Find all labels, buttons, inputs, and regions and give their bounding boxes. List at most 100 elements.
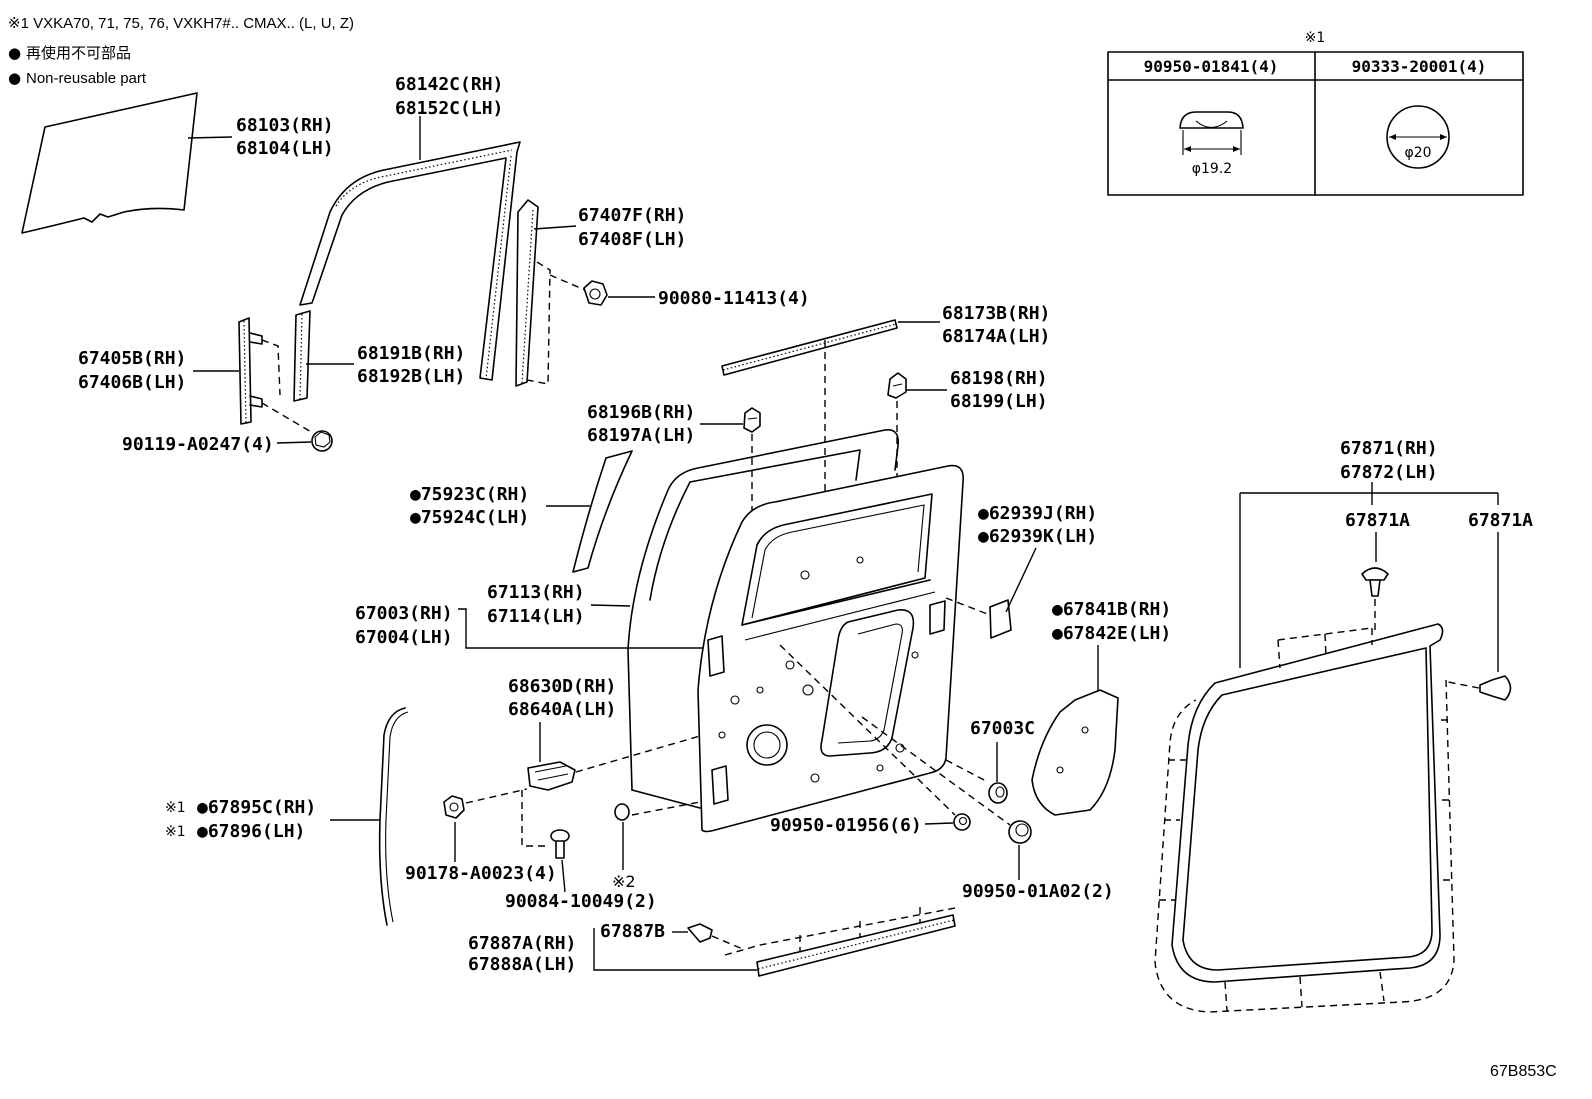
callout-68173b-rh: 68173B(RH) [942,303,1050,324]
edge-seal-shape [378,707,406,926]
dashed-guide-line [779,644,956,816]
note-2-mark: ※2 [612,872,636,891]
dashed-guide-line [521,790,548,847]
table-ref-mark: ※1 [1305,30,1326,46]
callout-90178: 90178-A0023(4) [405,863,557,884]
dashed-guide-line [631,801,701,816]
note-1-mark: ※1 [165,800,186,816]
scuff-strip-hatching [757,919,955,970]
reference-table: ※1 90950-01841(4) 90333-20001(4) φ19.2 φ… [1107,30,1524,196]
door-beltline-inner [744,591,936,641]
callout-68152c-lh: 68152C(LH) [395,98,503,119]
dashed-guide-line [465,788,528,804]
nut-hole [449,802,459,812]
front-channel-hatching [243,320,247,424]
scuff-strip-shape [756,914,956,977]
cap-67003c [988,742,1008,804]
door-hole [802,684,814,696]
door-hole [856,556,864,564]
callout-67871a-left: 67871A [1345,510,1410,531]
door-hole [876,764,884,772]
door-hole [800,570,810,580]
leader-line [533,225,577,230]
leader-line [276,441,312,444]
callout-68640a-lh: 68640A(LH) [508,699,616,720]
bolt-90119 [276,430,333,452]
bolt-90080 [549,274,655,306]
callout-68142c-rh: 68142C(RH) [395,74,503,95]
leader-line [1005,547,1037,613]
channel-strip-shape [293,310,311,402]
clip-67871a-right [1447,532,1512,701]
door-service-opening-inner [837,623,903,744]
weatherstrip-outer-line [1171,623,1444,983]
callout-67408f-lh: 67408F(LH) [578,229,686,250]
table-col2-dimension: φ20 [1404,145,1431,161]
note-1-mark: ※1 [165,824,186,840]
callout-68196b-rh: 68196B(RH) [587,402,695,423]
hinge-mount-plate [711,765,729,805]
door-inner-frame-outline [697,464,965,833]
clip-90950-01956 [924,813,971,831]
belt-weatherstrip-hatching [722,323,897,371]
run-channel-part [299,116,521,381]
door-glass-part [21,92,233,234]
bolt-90084 [521,790,570,893]
dashed-tick [1277,628,1373,669]
diagram-code: 67B853C [1490,1063,1557,1080]
callout-75924c-lh: ●75924C(LH) [410,507,529,528]
dashed-tick [1441,719,1455,881]
leader-line [561,859,566,893]
clip-shape [953,813,971,831]
leader-line [924,822,954,825]
dashed-guide-line [575,735,701,773]
bolt-center [589,288,601,300]
garnish-strip-shape [572,450,633,573]
speaker-hole-inner [753,731,781,759]
callout-67888a-lh: 67888A(LH) [468,954,576,975]
callout-67887a-rh: 67887A(RH) [468,933,576,954]
weatherstrip-inner-line [1182,647,1433,971]
callout-67406b-lh: 67406B(LH) [78,372,186,393]
front-channel-shape [238,317,252,425]
dashed-guide-line [549,274,586,291]
door-check-shape [527,761,576,791]
door-outer-shell-outline [627,429,900,791]
callout-68198-rh: 68198(RH) [950,368,1048,389]
clip-head-shape [1361,567,1389,581]
callout-90084: 90084-10049(2) [505,891,657,912]
callout-90080: 90080-11413(4) [658,288,810,309]
rear-channel-shape [515,199,539,387]
bolt-head-shape [314,431,331,448]
door-check-detail [534,765,569,781]
door-hole [785,660,795,670]
plug-note2 [614,803,630,870]
door-hole [810,773,820,783]
table-col2-part: 90333-20001(4) [1352,57,1487,76]
rear-channel-hatching [521,209,534,384]
dashed-guide-line [861,716,1011,826]
door-hole [730,695,740,705]
callout-68630d-rh: 68630D(RH) [508,676,616,697]
clip-inner [958,816,968,826]
garnish-strip-part [546,450,633,573]
callout-67871-rh: 67871(RH) [1340,438,1438,459]
clip-shape [687,923,713,943]
door-service-opening [820,609,915,757]
run-channel-shape [299,141,521,381]
nut-90178 [443,788,528,862]
cap-inner [995,786,1005,798]
callout-62939k-lh: ●62939K(LH) [978,526,1097,547]
clip-shape [743,407,761,433]
callout-90119: 90119-A0247(4) [122,434,274,455]
channel-strip-part [293,310,354,402]
door-beltline [741,579,931,626]
service-hole-cover-shape [1031,689,1119,816]
leader-bracket [458,608,703,649]
callout-62939j-rh: ●62939J(RH) [978,503,1097,524]
callout-68174a-lh: 68174A(LH) [942,326,1050,347]
dashed-guide-line [724,907,956,956]
callout-67895c-rh: ●67895C(RH) [197,797,316,818]
dashed-guide-line [261,339,281,396]
callout-67871a-right: 67871A [1468,510,1533,531]
